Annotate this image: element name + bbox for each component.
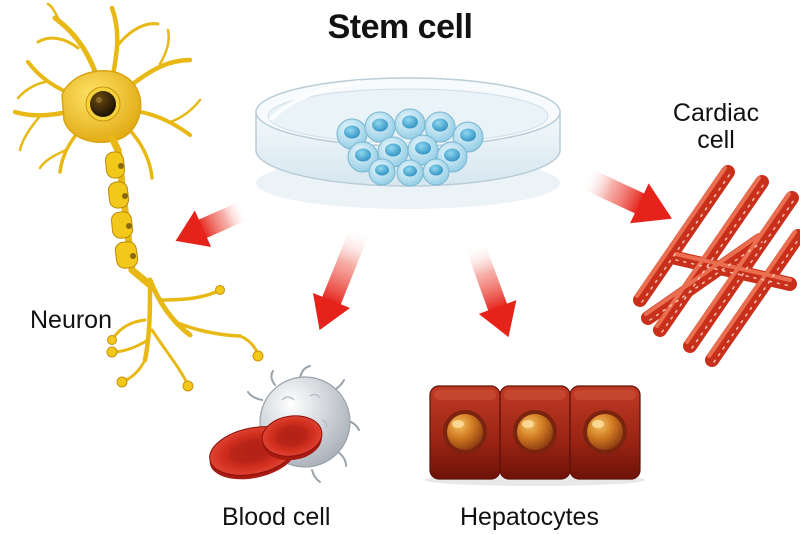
cardiac-cell-label-line2: cell [697,126,735,154]
blood-cell-illustration [209,365,360,483]
arrow-to-blood-cell [312,226,370,331]
blood-cell-label: Blood cell [222,503,331,531]
hepatocyte-3 [569,385,641,480]
neuron-label: Neuron [30,306,112,334]
arrow-to-hepatocytes [465,241,517,338]
hepatocytes-illustration [425,385,645,486]
cardiac-cell-label: Cardiac cell [666,100,766,154]
hepatocyte-2 [499,385,571,480]
stem-cells [336,108,484,187]
petri-dish [255,77,561,209]
neuron-illustration [12,2,264,392]
red-blood-cells [209,415,323,480]
hepatocyte-1 [429,385,501,480]
diagram-title: Stem cell [327,8,473,46]
cardiac-cell-illustration [633,165,800,367]
arrow-to-cardiac-cell [580,168,673,224]
hepatocytes-label: Hepatocytes [460,503,599,531]
cardiac-cell-label-line1: Cardiac [672,99,760,127]
arrow-to-neuron [175,200,250,247]
